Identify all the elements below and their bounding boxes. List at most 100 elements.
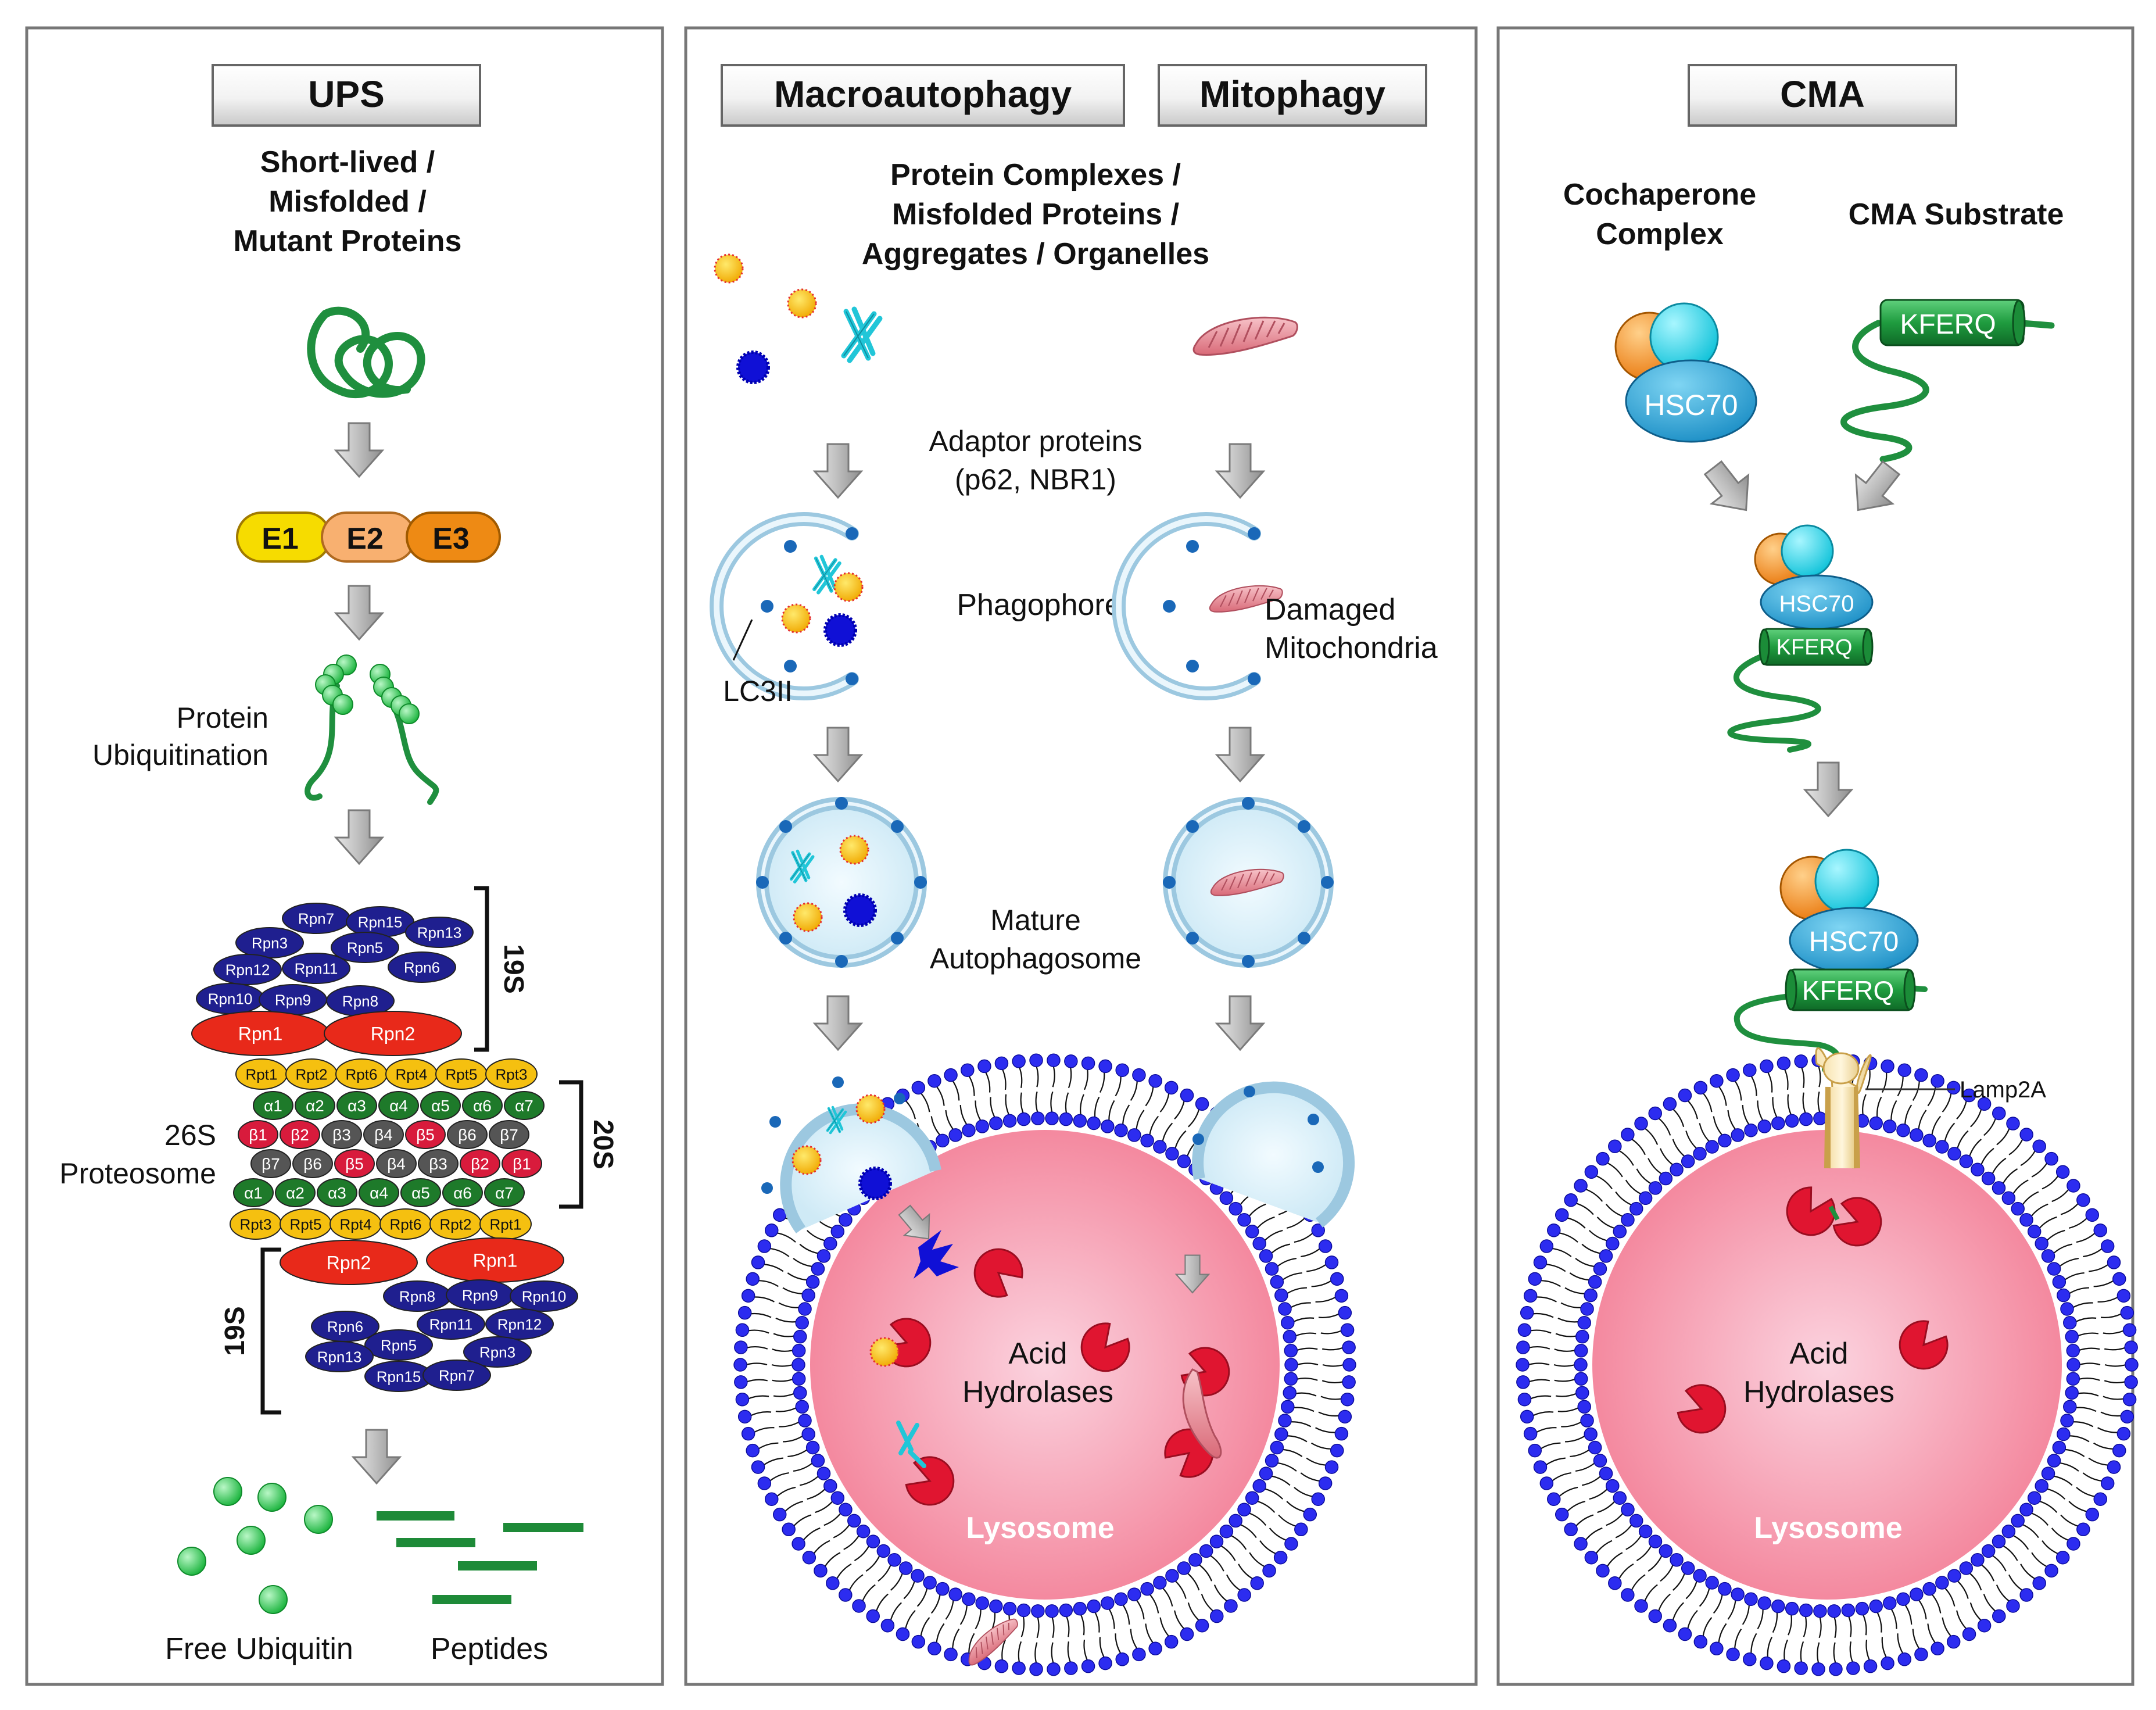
beta-top-subunit-label: β4	[374, 1126, 393, 1144]
rpt-bottom-subunit: Rpt3	[230, 1208, 282, 1240]
autophagy-panel	[684, 26, 1478, 1686]
cma-panel	[1496, 26, 2134, 1686]
rpn-lid-bottom-subunit-label: Rpn15	[377, 1368, 421, 1385]
rpt-top-subunit-label: Rpt3	[496, 1065, 528, 1083]
alpha-bottom-subunit-label: α2	[286, 1184, 305, 1202]
beta-bottom-subunit-label: β6	[303, 1155, 322, 1173]
alpha-top-subunit-label: α7	[515, 1097, 533, 1115]
alpha-bottom-subunit: α1	[233, 1178, 274, 1207]
rpt-bottom-subunit-label: Rpt1	[490, 1215, 522, 1233]
lamp2a-receptor-icon	[1815, 1047, 1872, 1169]
e1-e2-e3-enzymes: E1 E2 E3	[236, 511, 501, 563]
acid-hydrolases-label-2: Hydrolases	[962, 1375, 1113, 1409]
rpn-base-top-subunit: Rpn1	[191, 1011, 330, 1056]
mature-label-1: Mature	[990, 904, 1081, 936]
alpha-bottom-subunit: α2	[275, 1178, 316, 1207]
beta-top-subunit: β5	[405, 1120, 446, 1149]
bound-complex-membrane	[1734, 849, 1928, 1072]
cma-header: CMA	[1780, 73, 1865, 115]
alpha-top-subunit: α1	[253, 1091, 293, 1120]
cma-acid-hydrolases-label-2: Hydrolases	[1743, 1375, 1894, 1409]
rpn-lid-top-subunit: Rpn15	[346, 906, 414, 938]
beta-bottom-subunit: β6	[292, 1149, 333, 1178]
cma-header-box	[1688, 64, 1957, 127]
beta-top-subunit-label: β2	[291, 1126, 309, 1144]
beta-top-subunit: β4	[363, 1120, 404, 1149]
ubiquitinated-protein-icon	[305, 654, 439, 805]
alpha-bottom-subunit-label: α4	[370, 1184, 388, 1202]
rpt-bottom-subunit: Rpt5	[280, 1208, 332, 1240]
beta-top-subunit: β2	[280, 1120, 320, 1149]
rpn-lid-bottom-subunit: Rpn15	[364, 1361, 433, 1392]
rpn-lid-bottom-subunit: Rpn12	[485, 1308, 554, 1340]
rpn-lid-top-subunit-label: Rpn11	[295, 960, 338, 977]
rpt-bottom-subunit-label: Rpt4	[340, 1215, 372, 1233]
label-20s: 20S	[588, 1119, 618, 1169]
rpn-lid-top-subunit-label: Rpn3	[252, 934, 288, 951]
rpt-bottom-subunit: Rpt1	[479, 1208, 532, 1240]
beta-bottom-subunit: β2	[460, 1149, 500, 1178]
alpha-bottom-subunit-label: α7	[495, 1184, 514, 1202]
rpn-lid-top-subunit-label: Rpn5	[347, 939, 383, 956]
rpn-lid-bottom-subunit-label: Rpn12	[497, 1315, 542, 1333]
aggregate-yellow-icon	[787, 288, 817, 319]
kferq-label-3: KFERQ	[1802, 975, 1894, 1006]
rpn-lid-top-subunit: Rpn3	[235, 927, 304, 958]
macro-arrow-1	[814, 443, 862, 499]
cma-acid-hydrolases-label-1: Acid	[1789, 1337, 1848, 1371]
acid-hydrolases-label-1: Acid	[1008, 1337, 1067, 1371]
rpn-lid-top-subunit-label: Rpn8	[342, 992, 378, 1010]
e2-label: E2	[346, 522, 384, 556]
ups-arrow-1	[335, 422, 384, 478]
alpha-bottom-subunit-label: α6	[453, 1184, 472, 1202]
beta-bottom-subunit: β1	[502, 1149, 542, 1178]
misfolded-protein-icon	[307, 306, 425, 398]
beta-top-subunit: β7	[489, 1120, 529, 1149]
alpha-top-subunit-label: α3	[348, 1097, 366, 1115]
free-ubiquitin-icon	[177, 1477, 333, 1614]
rpn-base-bottom-subunit-label: Rpn1	[473, 1250, 518, 1271]
bound-complex-small	[1727, 524, 1874, 753]
macroautophagy-header: Macroautophagy	[774, 73, 1072, 115]
rpn-base-top-subunit-label: Rpn2	[371, 1024, 416, 1044]
rpn-lid-top-subunit-label: Rpn13	[417, 924, 462, 941]
rpn-lid-bottom-subunit-label: Rpn13	[317, 1348, 362, 1365]
degrading-cargo	[869, 1230, 1237, 1512]
cochaperone-label-2: Complex	[1596, 217, 1724, 251]
rpn-lid-top-subunit-label: Rpn10	[208, 990, 253, 1007]
bracket-20s	[559, 1080, 583, 1209]
alpha-bottom-subunit-label: α3	[328, 1184, 346, 1202]
rpn-lid-bottom-subunit: Rpn9	[446, 1279, 514, 1311]
e1-label: E1	[262, 522, 299, 556]
label-19s-bottom: 19S	[220, 1306, 250, 1355]
ups-substrate-line3: Mutant Proteins	[234, 224, 462, 258]
hsc70-label-2: HSC70	[1779, 591, 1854, 617]
adaptor-label-1: Adaptor proteins	[929, 425, 1143, 457]
cma-arrow-left	[1693, 452, 1765, 525]
cma-substrate-label: CMA Substrate	[1849, 198, 2064, 231]
rpn-lid-top-subunit: Rpn7	[282, 903, 350, 934]
alpha-top-subunit: α2	[295, 1091, 335, 1120]
alpha-top-subunit-label: α4	[389, 1097, 408, 1115]
rpn-lid-top-subunit: Rpn5	[331, 932, 399, 963]
lysosome-cma-lipid-tails	[1528, 1065, 2126, 1664]
alpha-bottom-subunit: α5	[400, 1178, 441, 1207]
cma-arrow-down	[1804, 761, 1853, 817]
macro-arrow-2	[814, 727, 862, 782]
beta-top-subunit-label: β3	[332, 1126, 351, 1144]
rpn-lid-bottom-subunit: Rpn11	[417, 1308, 485, 1340]
rpn-lid-bottom-subunit: Rpn10	[510, 1280, 578, 1312]
rpn-lid-top-subunit-label: Rpn12	[225, 961, 270, 978]
ups-arrow-3	[335, 809, 384, 865]
mitochondrion-icon	[1192, 316, 1298, 356]
rpt-top-subunit: Rpt6	[335, 1058, 388, 1090]
rpt-bottom-subunit-label: Rpt6	[390, 1215, 422, 1233]
alpha-top-subunit: α3	[336, 1091, 377, 1120]
rpn-lid-top-subunit: Rpn11	[282, 953, 350, 984]
ups-header-box	[212, 64, 481, 127]
rpn-lid-bottom-subunit-label: Rpn11	[429, 1315, 473, 1333]
cma-hydrolases	[1672, 1180, 1957, 1440]
alpha-bottom-subunit: α6	[442, 1178, 483, 1207]
label-19s-top: 19S	[498, 944, 529, 993]
